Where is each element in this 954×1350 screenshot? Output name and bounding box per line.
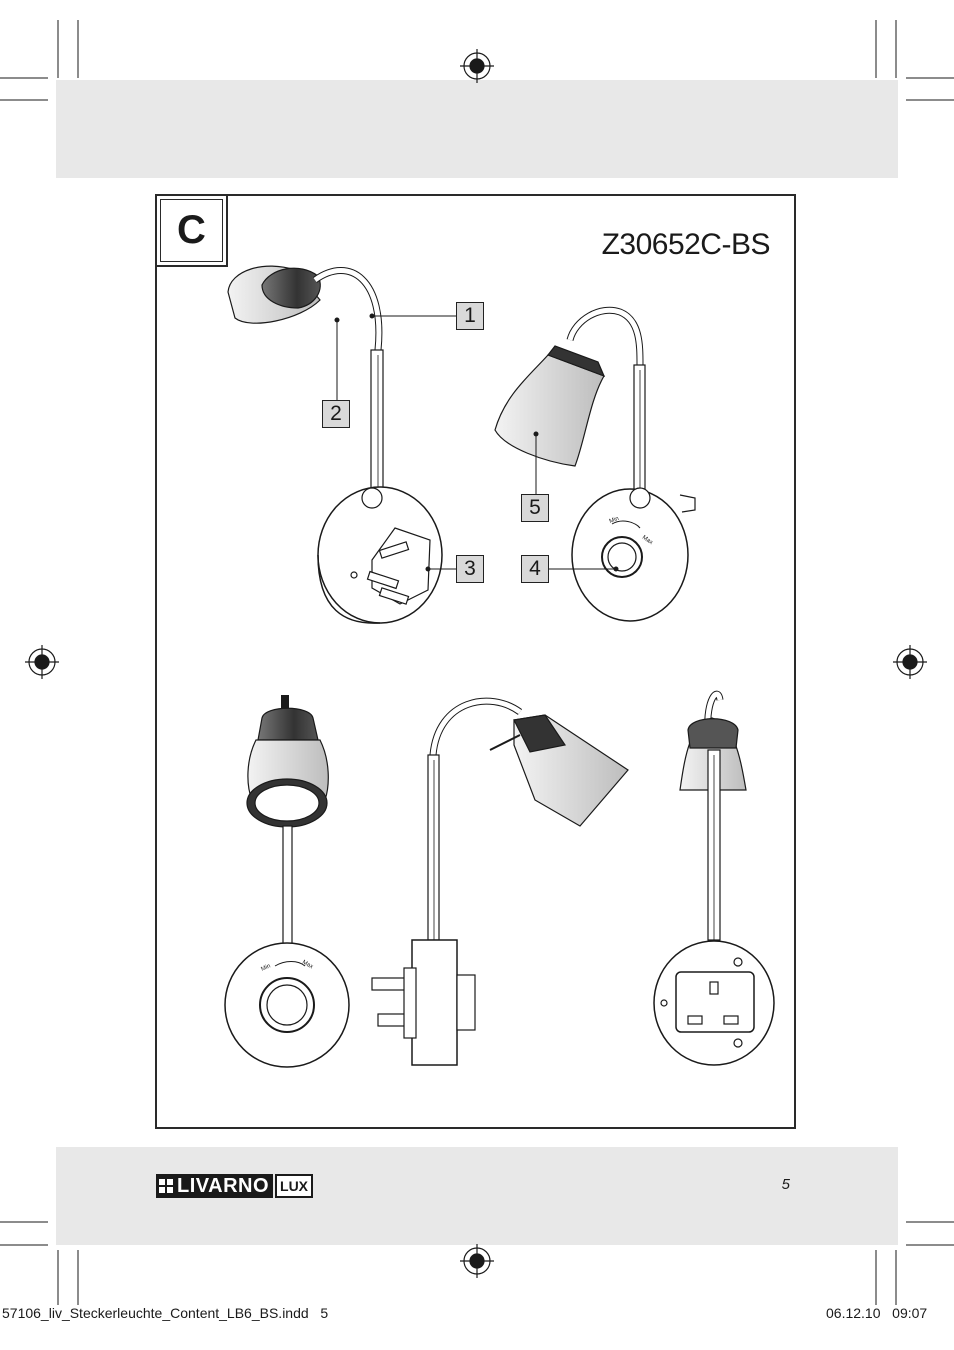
callout-2: 2 (322, 400, 350, 428)
model-number: Z30652C-BS (601, 228, 771, 261)
slug-date: 06.12.10 09:07 (826, 1305, 928, 1321)
registration-mark-bottom (460, 1244, 494, 1278)
top-gray-band (56, 80, 898, 178)
lamp-view-rear-angle (227, 265, 443, 624)
registration-mark-top (460, 49, 494, 83)
callout-4: 4 (521, 555, 549, 583)
registration-mark-right (893, 645, 927, 679)
brand-name: LIVARNO (177, 1174, 270, 1197)
section-letter-box: C (155, 194, 228, 267)
section-letter: C (160, 199, 223, 262)
dimmer-min-label-front: Min (260, 963, 271, 973)
callout-1: 1 (456, 302, 484, 330)
callout-5: 5 (521, 494, 549, 522)
brand-logo: LIVARNO LUX (156, 1174, 314, 1198)
brand-sub: LUX (275, 1174, 314, 1198)
page-number: 5 (781, 1176, 790, 1193)
callout-3: 3 (456, 555, 484, 583)
callout-leaders (334, 313, 619, 572)
lamp-view-front (224, 695, 350, 1068)
lamp-view-side (371, 697, 629, 1066)
brand-squares-icon (159, 1179, 173, 1193)
lamp-view-rear (653, 690, 775, 1066)
dimmer-max-label: Max (641, 535, 654, 546)
registration-mark-left (25, 645, 59, 679)
lamp-view-front-angle (494, 306, 696, 622)
slug-filename: 57106_liv_Steckerleuchte_Content_LB6_BS.… (2, 1305, 329, 1321)
dimmer-min-label: Min (609, 516, 620, 525)
brand-logo-main: LIVARNO (156, 1174, 274, 1198)
dimmer-max-label-front: Max (301, 960, 314, 971)
